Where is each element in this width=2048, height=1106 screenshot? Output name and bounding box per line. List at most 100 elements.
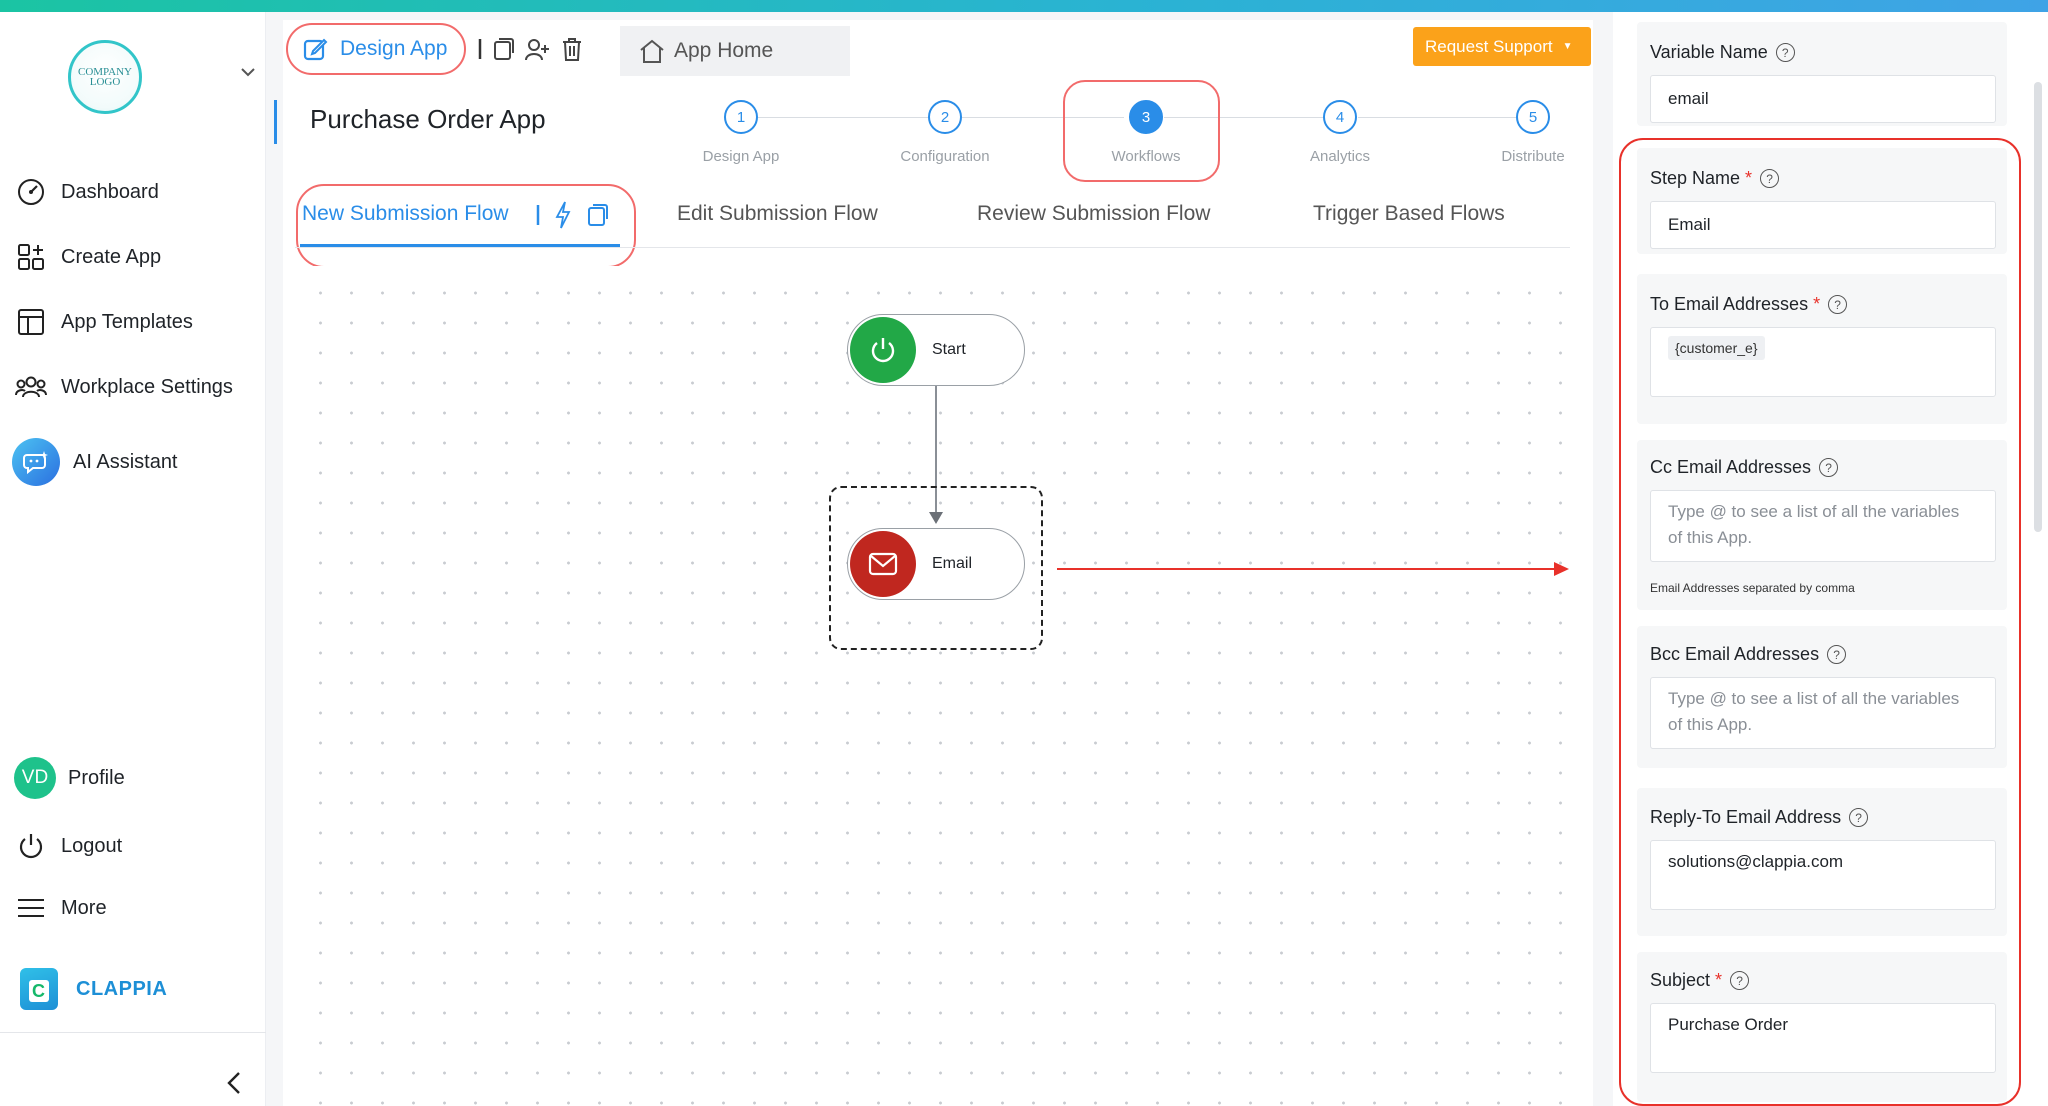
bcc-email-input[interactable]: Type @ to see a list of all the variable… [1650,677,1996,749]
sidebar-item-workplace-settings[interactable]: Workplace Settings [14,367,233,407]
step-configuration[interactable]: 2 Configuration [865,100,1025,165]
sidebar-item-ai-assistant[interactable]: AI Assistant [12,438,178,486]
collapse-sidebar-icon[interactable] [226,1070,242,1104]
help-icon[interactable]: ? [1849,808,1869,827]
step-name-label: Step Name* ? [1650,168,1780,189]
cc-email-input[interactable]: Type @ to see a list of all the variable… [1650,490,1996,562]
sidebar-item-label: More [61,896,107,919]
mail-icon [850,531,916,597]
tab-edit-submission-flow[interactable]: Edit Submission Flow [677,202,878,225]
avatar: VD [14,757,56,799]
stepper-line [1358,117,1516,118]
request-support-label: Request Support [1425,36,1553,56]
sidebar-item-label: App Templates [61,310,193,333]
tab-new-submission-flow[interactable]: New Submission Flow [302,202,509,225]
sidebar-item-logout[interactable]: Logout [14,826,122,866]
tab-trigger-based-flows[interactable]: Trigger Based Flows [1313,202,1505,225]
variable-name-label: Variable Name ? [1650,42,1795,63]
step-workflows[interactable]: 3 Workflows [1066,100,1226,165]
app-home-label: App Home [674,39,774,62]
company-logo-text: COMPANY LOGO [77,66,132,88]
selected-node-outline [829,486,1043,650]
sidebar-item-label: Profile [68,766,125,789]
to-email-input[interactable]: {customer_e} [1650,327,1996,397]
start-node[interactable]: Start [847,314,1025,386]
chevron-down-icon[interactable] [240,64,256,82]
clappia-brand: C CLAPPIA [20,968,167,1010]
email-node-label: Email [932,555,973,572]
caret-down-icon: ▼ [1562,41,1573,52]
reply-to-label: Reply-To Email Address ? [1650,807,1869,828]
sidebar-item-label: Workplace Settings [61,375,233,398]
trash-icon[interactable] [560,36,584,62]
create-app-icon [14,240,48,274]
company-logo[interactable]: COMPANY LOGO [68,40,142,114]
design-app-label: Design App [340,37,448,60]
step-number: 2 [928,100,962,134]
sidebar-item-profile[interactable]: VD Profile [14,757,125,799]
lightning-icon[interactable] [554,200,572,230]
panel-highlight [1619,138,2021,1106]
sidebar-item-label: Create App [61,245,162,268]
help-icon[interactable]: ? [1775,43,1795,62]
help-icon[interactable]: ? [1730,971,1750,990]
stepper-line [1164,117,1324,118]
step-analytics[interactable]: 4 Analytics [1260,100,1420,165]
step-design-app[interactable]: 1 Design App [661,100,821,165]
active-tab-underline [300,244,620,247]
tabs-border [295,247,1570,248]
design-app-button[interactable]: Design App [286,23,466,75]
step-label: Design App [702,148,780,165]
tab-actions [536,200,608,230]
stepper-line [758,117,928,118]
variable-name-input[interactable]: email [1650,75,1996,123]
edit-icon [303,38,328,61]
add-user-icon[interactable] [524,37,550,61]
app-toolbar [478,36,584,62]
step-label: Configuration [900,148,990,165]
step-name-input[interactable]: Email [1650,201,1996,249]
app-home-button[interactable]: App Home [620,26,850,76]
step-number: 3 [1129,100,1163,134]
ai-assistant-icon [12,438,60,486]
cc-email-label: Cc Email Addresses ? [1650,457,1839,478]
page-title: Purchase Order App [310,104,546,134]
bcc-email-label: Bcc Email Addresses ? [1650,644,1847,665]
sidebar-item-more[interactable]: More [14,888,107,928]
reply-to-input[interactable]: solutions@clappia.com [1650,840,1996,910]
sidebar: COMPANY LOGO Dashboard Create App App Te… [0,12,266,1106]
variable-chip[interactable]: {customer_e} [1668,336,1765,360]
step-number: 1 [724,100,758,134]
subject-input[interactable]: Purchase Order [1650,1003,1996,1073]
sidebar-item-create-app[interactable]: Create App [14,237,161,277]
divider-icon [478,39,482,59]
annotation-arrowhead [1554,562,1569,576]
email-node[interactable]: Email [847,528,1025,600]
top-gradient-strip [0,0,2048,12]
clappia-logo-icon: C [20,968,58,1010]
sidebar-divider [0,1032,266,1033]
tab-review-submission-flow[interactable]: Review Submission Flow [977,202,1211,225]
help-icon[interactable]: ? [1760,169,1780,188]
cc-email-hint: Email Addresses separated by comma [1650,581,1855,595]
sidebar-item-label: AI Assistant [73,450,178,473]
step-label: Analytics [1309,148,1371,165]
sidebar-item-app-templates[interactable]: App Templates [14,302,193,342]
copy-icon[interactable] [492,37,514,61]
request-support-button[interactable]: Request Support ▼ [1413,27,1591,66]
sidebar-item-dashboard[interactable]: Dashboard [14,172,159,212]
workflow-canvas[interactable] [295,266,1570,1106]
users-group-icon [14,370,48,404]
scrollbar-thumb[interactable] [2034,82,2042,532]
workflows-highlight [1063,80,1220,182]
step-distribute[interactable]: 5 Distribute [1453,100,1613,165]
help-icon[interactable]: ? [1819,458,1839,477]
stepper-line [962,117,1124,118]
sidebar-item-label: Dashboard [61,180,159,203]
copy-icon[interactable] [586,203,608,227]
power-icon [14,829,48,863]
help-icon[interactable]: ? [1828,295,1848,314]
start-node-label: Start [932,341,966,358]
dashboard-icon [14,175,48,209]
help-icon[interactable]: ? [1827,645,1847,664]
